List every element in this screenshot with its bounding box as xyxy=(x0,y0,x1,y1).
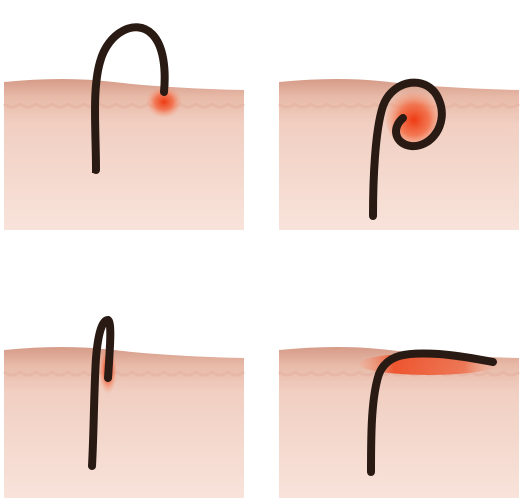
panel-1-illustration xyxy=(4,20,244,230)
skin-layer xyxy=(4,79,244,230)
panel-hair-curling-back-into-skin xyxy=(4,20,244,220)
panel-hair-coiled-under-skin xyxy=(279,20,519,220)
skin-layer xyxy=(4,347,244,498)
panel-hair-growing-sideways-under-skin xyxy=(279,288,519,488)
panel-4-illustration xyxy=(279,288,519,498)
panel-2-illustration xyxy=(279,20,519,230)
panel-hair-piercing-follicle-wall xyxy=(4,288,244,488)
panel-3-illustration xyxy=(4,288,244,498)
